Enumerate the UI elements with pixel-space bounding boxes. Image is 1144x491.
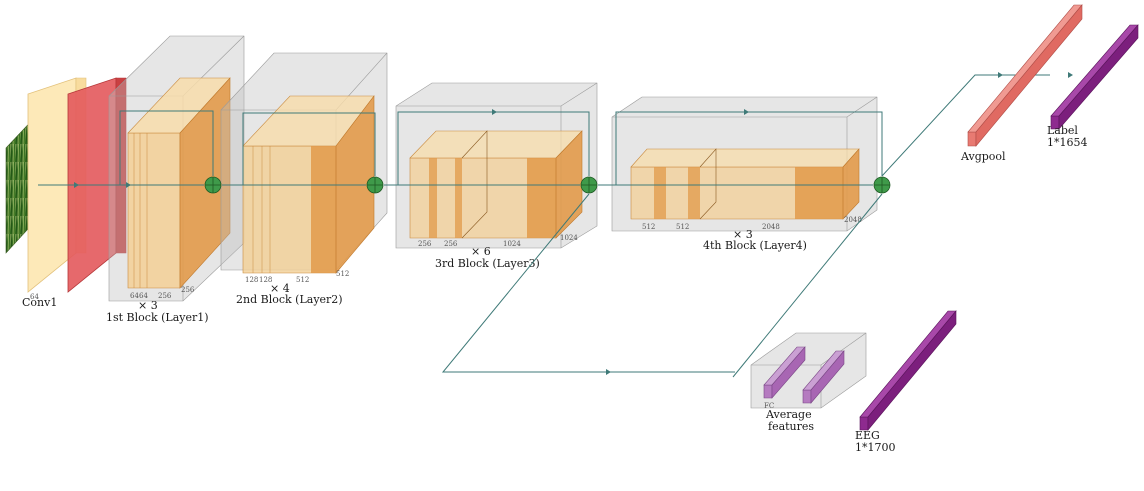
layer2-ch-1: 128 [259, 276, 272, 284]
layer3-top [409, 130, 583, 159]
arrow-head [744, 109, 749, 115]
arrow-head [74, 182, 79, 188]
layer2-dark-band [311, 146, 336, 273]
sum-node-icon [580, 176, 598, 194]
relu-side [115, 77, 127, 254]
avgpool-side [975, 4, 1083, 147]
layer4-repeat: × 3 [733, 228, 753, 241]
layer1-ch-2: 256 [158, 292, 172, 300]
fc-bar-1-side [771, 346, 806, 399]
layer4-ch-0: 512 [642, 223, 655, 231]
layer1-front [127, 132, 181, 289]
fc-bar-2-front [802, 389, 812, 404]
arrow-head [998, 72, 1003, 78]
layer4-label: 4th Block (Layer4) [703, 239, 807, 252]
avg-branch [732, 193, 883, 378]
layer3-ch-3: 1024 [560, 234, 578, 242]
skip-1 [119, 110, 214, 185]
feature-branch [441, 193, 735, 373]
layer4-slice [699, 148, 717, 220]
layer4-ch-3: 2048 [844, 216, 862, 224]
label-title: Label [1047, 124, 1078, 137]
layer3-block [395, 82, 598, 249]
eeg-top [859, 310, 957, 418]
layer3-band [455, 158, 462, 238]
layer3-repeat: × 6 [471, 245, 491, 258]
label-side [1058, 24, 1139, 130]
layer3-ch-2: 1024 [503, 240, 521, 248]
fc-label: FC [764, 402, 774, 410]
layer3-band [429, 158, 437, 238]
average-features-block [750, 332, 867, 409]
avg-features-line1: Average [765, 408, 812, 421]
layer3-ch-0: 256 [418, 240, 432, 248]
avgpool-front [967, 131, 977, 147]
layer2-ch-3: 512 [336, 270, 349, 278]
arrow-head [126, 182, 131, 188]
label-size: 1*1654 [1047, 136, 1088, 149]
layer3-ch-1: 256 [444, 240, 458, 248]
layer1-repeat: × 3 [138, 299, 158, 312]
layer4-side [842, 148, 860, 220]
layer4-ch-1: 512 [676, 223, 689, 231]
label-bar [1050, 24, 1139, 130]
eeg-size: 1*1700 [855, 441, 896, 454]
layer4-top [630, 148, 860, 168]
layer4-ch-2: 2048 [762, 223, 780, 231]
connections [38, 72, 1073, 378]
fc-bar-2-side [810, 350, 845, 404]
eeg-title: EEG [855, 429, 880, 442]
layer1-label: 1st Block (Layer1) [106, 311, 209, 324]
sum-node-icon [873, 176, 891, 194]
layer3-label: 3rd Block (Layer3) [435, 257, 540, 270]
eeg-bar [859, 310, 957, 431]
skip-2 [242, 112, 376, 185]
layer4-band [654, 167, 666, 219]
conv1-channels: 64 [30, 293, 39, 301]
fc-bar-1-front [763, 384, 773, 399]
sum-node-icon [204, 176, 222, 194]
layer1-ch-0: 64 [130, 292, 139, 300]
avgpool-bar [967, 4, 1083, 147]
layer2-label: 2nd Block (Layer2) [236, 293, 343, 306]
conv1-label: Conv1 [22, 296, 57, 309]
sum-nodes [204, 176, 891, 194]
conv1-block [27, 77, 127, 293]
layer1-ch-3: 256 [181, 286, 195, 294]
layer3-dark-band [527, 158, 556, 238]
arrow-head [606, 369, 611, 375]
layer3-slice [461, 130, 488, 239]
sum-node-icon [366, 176, 384, 194]
arrow-head [492, 109, 497, 115]
layer2-repeat: × 4 [270, 282, 290, 295]
arrow-head [1068, 72, 1073, 78]
layer1-ch-1: 64 [139, 292, 148, 300]
layer2-block [220, 52, 388, 274]
avg-features-line2: features [768, 420, 814, 433]
layer2-ch-0: 128 [245, 276, 258, 284]
layer4-block [611, 96, 878, 232]
eeg-side [867, 310, 957, 431]
layer4-band [688, 167, 700, 219]
avgpool-label: Avgpool [960, 150, 1006, 163]
layer2-ch-2: 512 [296, 276, 309, 284]
layer4-dark-band [795, 167, 843, 219]
